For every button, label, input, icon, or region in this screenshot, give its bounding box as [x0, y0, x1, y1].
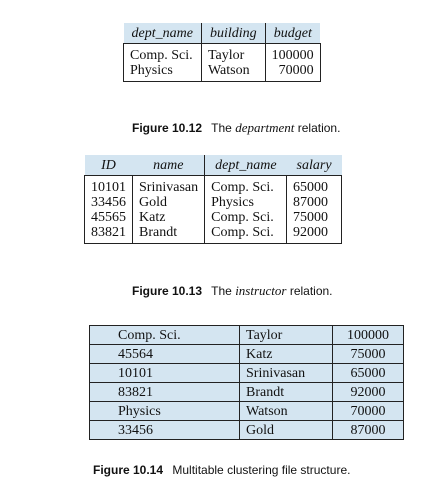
table-cell: Physics — [204, 195, 287, 210]
column-header-building: building — [200, 23, 266, 44]
caption-text: Multitable clustering file structure. — [172, 463, 351, 477]
table-cell: 83821 — [84, 225, 133, 244]
department-table: dept_name building budget Comp. Sci. Tay… — [123, 23, 321, 82]
figure-label: Figure 10.12 — [132, 121, 203, 135]
table-cell: Brandt — [131, 225, 205, 244]
table-cell: 65000 — [332, 363, 404, 383]
table-cell: Taylor — [239, 325, 333, 345]
table-cell: Comp. Sci. — [89, 325, 240, 345]
table-cell: Physics — [123, 63, 202, 82]
table-row: 45564 Katz 75000 — [89, 344, 404, 364]
table-cell: 65000 — [286, 175, 343, 195]
column-header-budget: budget — [264, 23, 321, 44]
caption-suffix: relation. — [289, 284, 333, 298]
figure-label: Figure 10.13 — [132, 284, 203, 298]
table-cell: 75000 — [332, 344, 404, 364]
table-cell: 92000 — [332, 382, 404, 402]
caption-relation-name: instructor — [235, 283, 287, 298]
table-cell: Brandt — [239, 382, 333, 402]
table-cell: 45564 — [89, 344, 240, 364]
department-relation-figure: dept_name building budget Comp. Sci. Tay… — [123, 23, 321, 82]
caption-prefix: The — [211, 284, 232, 298]
table-cell: Comp. Sci. — [123, 43, 202, 63]
table-row: 45565 Katz Comp. Sci. 75000 — [84, 210, 343, 225]
table-cell: Watson — [200, 63, 266, 82]
table-cell: Srinivasan — [131, 175, 205, 195]
column-header-salary: salary — [286, 155, 342, 176]
multitable-clustering-figure: Comp. Sci. Taylor 100000 45564 Katz 7500… — [89, 325, 404, 440]
instructor-relation-figure: ID name dept_name salary 10101 Srinivasa… — [84, 155, 343, 244]
table-cell: 33456 — [89, 420, 240, 440]
column-header-dept-name: dept_name — [123, 23, 202, 44]
figure-label: Figure 10.14 — [93, 463, 164, 477]
table-cell: 75000 — [286, 210, 343, 225]
table-cell: Taylor — [200, 43, 266, 63]
multitable-cluster-table: Comp. Sci. Taylor 100000 45564 Katz 7500… — [89, 325, 404, 440]
instructor-table: ID name dept_name salary 10101 Srinivasa… — [84, 155, 343, 244]
table-cell: 83821 — [89, 382, 240, 402]
table-cell: 10101 — [84, 175, 133, 195]
table-row: 33456 Gold 87000 — [89, 420, 404, 440]
table-cell: Comp. Sci. — [204, 225, 287, 244]
table-cell: Watson — [239, 401, 333, 421]
table-row: 83821 Brandt Comp. Sci. 92000 — [84, 225, 343, 244]
table-cell: 45565 — [84, 210, 133, 225]
table-cell: Srinivasan — [239, 363, 333, 383]
table-row: Physics Watson 70000 — [89, 401, 404, 421]
table-cell: 92000 — [286, 225, 343, 244]
table-cell: Gold — [131, 195, 205, 210]
table-row: Physics Watson 70000 — [123, 63, 321, 82]
table-cell: 87000 — [286, 195, 343, 210]
table-cell: Katz — [239, 344, 333, 364]
table-cell: 70000 — [264, 63, 321, 82]
caption-prefix: The — [211, 121, 232, 135]
table-cell: 100000 — [264, 43, 321, 63]
table-header-row: ID name dept_name salary — [84, 155, 342, 176]
column-header-dept-name: dept_name — [204, 155, 287, 176]
table-cell: 70000 — [332, 401, 404, 421]
table-cell: Comp. Sci. — [204, 210, 287, 225]
table-cell: Comp. Sci. — [204, 175, 287, 195]
table-cell: 33456 — [84, 195, 133, 210]
column-header-name: name — [132, 155, 205, 176]
table-row: 83821 Brandt 92000 — [89, 382, 404, 402]
table-cell: Physics — [89, 401, 240, 421]
table-cell: Katz — [131, 210, 205, 225]
table-row: Comp. Sci. Taylor 100000 — [89, 325, 404, 345]
table-cell: 87000 — [332, 420, 404, 440]
table-row: 10101 Srinivasan Comp. Sci. 65000 — [84, 175, 343, 195]
table-row: Comp. Sci. Taylor 100000 — [123, 43, 321, 63]
table-row: 10101 Srinivasan 65000 — [89, 363, 404, 383]
figure-caption: Figure 10.12 The department relation. — [132, 120, 340, 136]
table-cell: 100000 — [332, 325, 404, 345]
column-header-id: ID — [84, 155, 133, 176]
caption-suffix: relation. — [297, 121, 341, 135]
figure-caption: Figure 10.13 The instructor relation. — [132, 283, 333, 299]
figure-caption: Figure 10.14 Multitable clustering file … — [93, 463, 350, 477]
table-row: 33456 Gold Physics 87000 — [84, 195, 343, 210]
table-cell: 10101 — [89, 363, 240, 383]
table-header-row: dept_name building budget — [123, 23, 321, 44]
caption-relation-name: department — [235, 120, 295, 135]
table-cell: Gold — [239, 420, 333, 440]
